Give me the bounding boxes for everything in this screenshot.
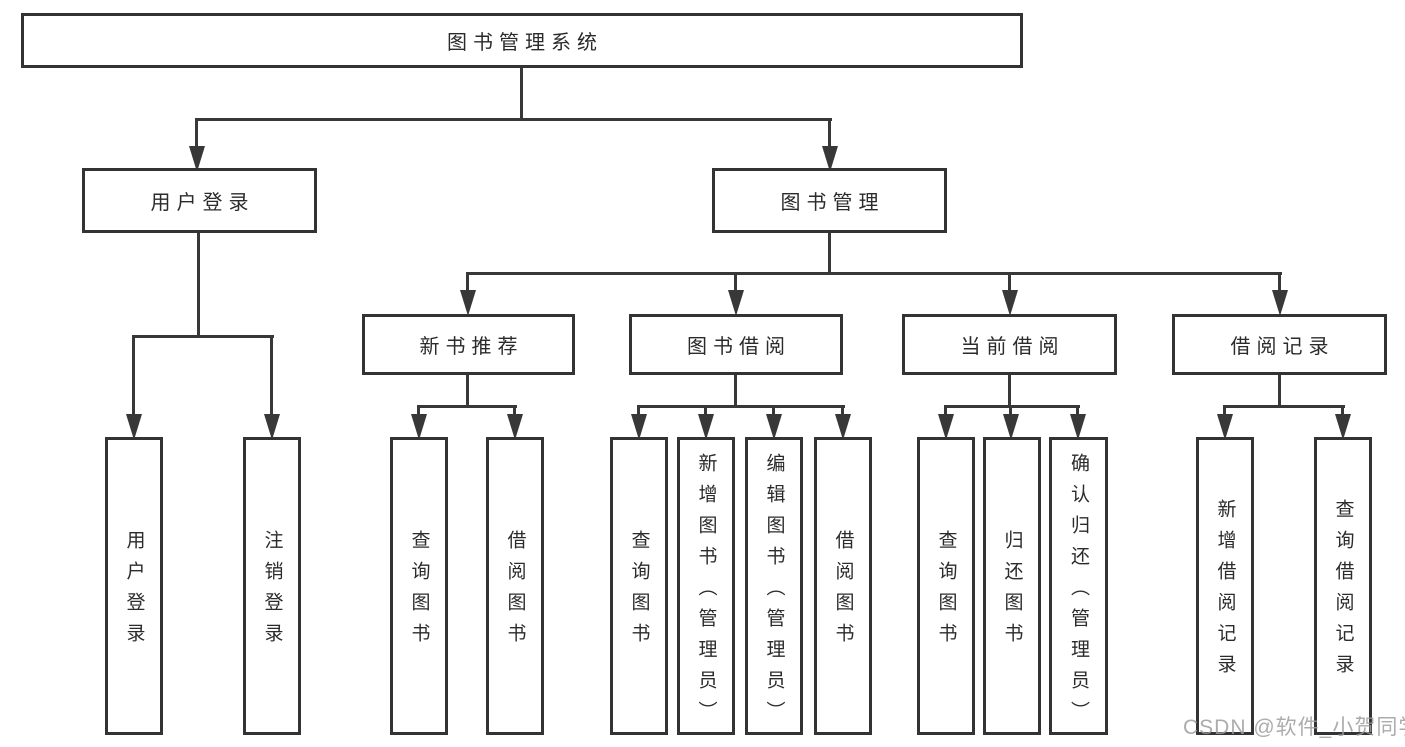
connector-line xyxy=(734,375,737,407)
arrow-down-icon xyxy=(1272,290,1288,316)
arrow-down-icon xyxy=(631,414,647,440)
arrow-down-icon xyxy=(507,414,523,440)
node-bb-add-books-admin: 新增图书（管理员） xyxy=(677,437,735,735)
node-bb-borrow-books: 借阅图书 xyxy=(814,437,872,735)
node-borrow-records-label: 借阅记录 xyxy=(1230,336,1335,358)
node-cb-return-books-label: 归还图书 xyxy=(1001,530,1023,654)
arrow-down-icon xyxy=(460,290,476,316)
connector-line xyxy=(1076,405,1079,417)
node-bb-query-books: 查询图书 xyxy=(610,437,668,735)
node-bb-borrow-books-label: 借阅图书 xyxy=(832,530,854,654)
node-user-login: 用户登录 xyxy=(82,168,317,233)
connector-line xyxy=(132,335,135,416)
node-book-management-label: 图书管理 xyxy=(780,192,885,214)
node-br-query-record-label: 查询借阅记录 xyxy=(1332,499,1354,685)
connector-line xyxy=(944,405,947,417)
node-user-login-label: 用户登录 xyxy=(150,192,255,214)
arrow-down-icon xyxy=(1003,414,1019,440)
node-br-add-record: 新增借阅记录 xyxy=(1196,437,1254,735)
connector-line xyxy=(841,405,844,417)
connector-line xyxy=(704,405,707,417)
node-new-book-recommend-label: 新书推荐 xyxy=(419,336,524,358)
node-bb-add-books-admin-label: 新增图书（管理员） xyxy=(695,452,717,732)
connector-line xyxy=(944,405,1080,408)
node-cb-query-books: 查询图书 xyxy=(917,437,975,735)
node-login: 用户登录 xyxy=(105,437,163,735)
node-login-label: 用户登录 xyxy=(123,530,145,654)
connector-line xyxy=(195,118,832,121)
node-root-label: 图书管理系统 xyxy=(447,32,603,54)
connector-line xyxy=(1009,405,1012,417)
node-current-borrow-label: 当前借阅 xyxy=(960,336,1065,358)
connector-line xyxy=(1008,272,1011,293)
arrow-down-icon xyxy=(1335,414,1351,440)
arrow-down-icon xyxy=(411,414,427,440)
arrow-down-icon xyxy=(1070,414,1086,440)
connector-line xyxy=(466,375,469,407)
node-logout: 注销登录 xyxy=(243,437,301,735)
connector-line xyxy=(270,335,273,416)
connector-line xyxy=(637,405,845,408)
node-bb-query-books-label: 查询图书 xyxy=(628,530,650,654)
arrow-down-icon xyxy=(126,414,142,440)
node-cb-confirm-return-admin: 确认归还（管理员） xyxy=(1049,437,1108,735)
connector-line xyxy=(132,335,274,338)
connector-line xyxy=(1223,405,1345,408)
node-logout-label: 注销登录 xyxy=(261,530,283,654)
arrow-down-icon xyxy=(835,414,851,440)
node-new-book-recommend: 新书推荐 xyxy=(362,314,575,375)
connector-line xyxy=(1278,375,1281,407)
connector-line xyxy=(1223,405,1226,417)
connector-line xyxy=(828,233,831,274)
arrow-down-icon xyxy=(698,414,714,440)
arrow-down-icon xyxy=(1002,290,1018,316)
connector-line xyxy=(734,272,737,293)
arrow-down-icon xyxy=(189,146,205,172)
node-br-add-record-label: 新增借阅记录 xyxy=(1214,499,1236,685)
connector-line xyxy=(466,272,1282,275)
connector-line xyxy=(466,272,469,293)
node-br-query-record: 查询借阅记录 xyxy=(1314,437,1372,735)
arrow-down-icon xyxy=(264,414,280,440)
node-bb-edit-books-admin: 编辑图书（管理员） xyxy=(745,437,803,735)
node-nb-borrow-books-label: 借阅图书 xyxy=(504,530,526,654)
connector-line xyxy=(1008,375,1011,407)
node-nb-query-books-label: 查询图书 xyxy=(408,530,430,654)
node-cb-return-books: 归还图书 xyxy=(983,437,1041,735)
connector-line xyxy=(1278,272,1281,293)
connector-line xyxy=(197,233,200,337)
node-root: 图书管理系统 xyxy=(21,13,1023,68)
connector-line xyxy=(417,405,517,408)
arrow-down-icon xyxy=(766,414,782,440)
arrow-down-icon xyxy=(822,146,838,172)
node-book-borrow: 图书借阅 xyxy=(629,314,843,375)
node-book-borrow-label: 图书借阅 xyxy=(687,336,791,358)
connector-line xyxy=(513,405,516,417)
connector-line xyxy=(637,405,640,417)
arrow-down-icon xyxy=(938,414,954,440)
node-bb-edit-books-admin-label: 编辑图书（管理员） xyxy=(763,452,785,732)
connector-line xyxy=(195,118,198,148)
csdn-watermark: CSDN @软件_小贺同学 xyxy=(1183,716,1405,739)
node-nb-query-books: 查询图书 xyxy=(390,437,448,735)
connector-line xyxy=(417,405,420,417)
connector-line xyxy=(772,405,775,417)
node-nb-borrow-books: 借阅图书 xyxy=(486,437,544,735)
node-borrow-records: 借阅记录 xyxy=(1172,314,1387,375)
connector-line xyxy=(828,118,831,148)
node-cb-confirm-return-admin-label: 确认归还（管理员） xyxy=(1068,452,1089,732)
node-current-borrow: 当前借阅 xyxy=(902,314,1117,375)
connector-line xyxy=(1341,405,1344,417)
arrow-down-icon xyxy=(1217,414,1233,440)
connector-line xyxy=(520,68,523,120)
node-cb-query-books-label: 查询图书 xyxy=(935,530,957,654)
node-book-management: 图书管理 xyxy=(712,168,947,233)
arrow-down-icon xyxy=(728,290,744,316)
